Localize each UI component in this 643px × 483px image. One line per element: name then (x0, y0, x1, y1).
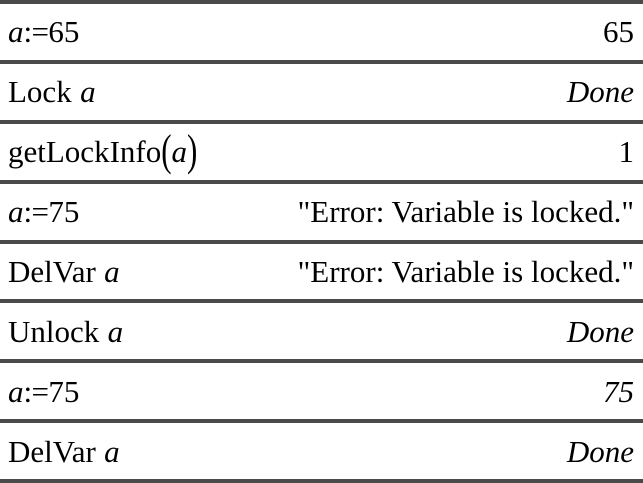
command-keyword: Lock (8, 74, 72, 110)
row-result: Done (566, 313, 634, 349)
row-expression: a:=75 (8, 376, 79, 407)
command-keyword: Unlock (8, 313, 100, 349)
row-expression: getLockInfo(a) (8, 128, 197, 173)
variable-name: a (8, 194, 24, 230)
row-result: 75 (603, 373, 634, 409)
row-result: Done (566, 74, 634, 110)
operand-value: 65 (48, 14, 80, 50)
row-divider (0, 359, 643, 364)
variable-name: a (107, 313, 124, 349)
row-divider (0, 239, 643, 244)
table-top-border (0, 0, 643, 4)
close-paren: ) (187, 124, 198, 176)
row-expression: a:=65 (8, 16, 79, 47)
function-name: getLockInfo (8, 134, 162, 170)
variable-name: a (104, 433, 120, 469)
operand-value: 75 (48, 373, 80, 409)
command-keyword: DelVar (8, 253, 96, 289)
variable-name: a (8, 373, 24, 409)
assignment-operator: := (23, 194, 49, 230)
row-divider (0, 119, 643, 124)
assignment-operator: := (23, 373, 49, 409)
open-paren: ( (161, 124, 172, 176)
variable-name: a (8, 14, 24, 50)
table-row[interactable]: a:=75 "Error: Variable is locked." (0, 184, 643, 240)
variable-name: a (171, 134, 188, 170)
row-result: 1 (618, 134, 635, 170)
row-result: Done (566, 433, 634, 469)
variable-name: a (80, 74, 96, 110)
command-keyword: DelVar (8, 433, 96, 469)
row-result: "Error: Variable is locked." (297, 194, 634, 230)
row-divider (0, 419, 643, 424)
table-row[interactable]: a:=65 65 (0, 4, 643, 60)
row-divider (0, 59, 643, 64)
table-row[interactable]: getLockInfo(a) 1 (0, 124, 643, 180)
table-bottom-border (0, 479, 643, 483)
row-expression: a:=75 (8, 196, 79, 227)
operand-value: 75 (48, 194, 80, 230)
row-result: "Error: Variable is locked." (297, 253, 634, 289)
assignment-operator: := (23, 14, 49, 50)
row-divider (0, 299, 643, 304)
table-row[interactable]: a:=75 75 (0, 363, 643, 419)
variable-name: a (104, 253, 120, 289)
row-result: 65 (603, 14, 634, 50)
row-divider (0, 179, 643, 184)
